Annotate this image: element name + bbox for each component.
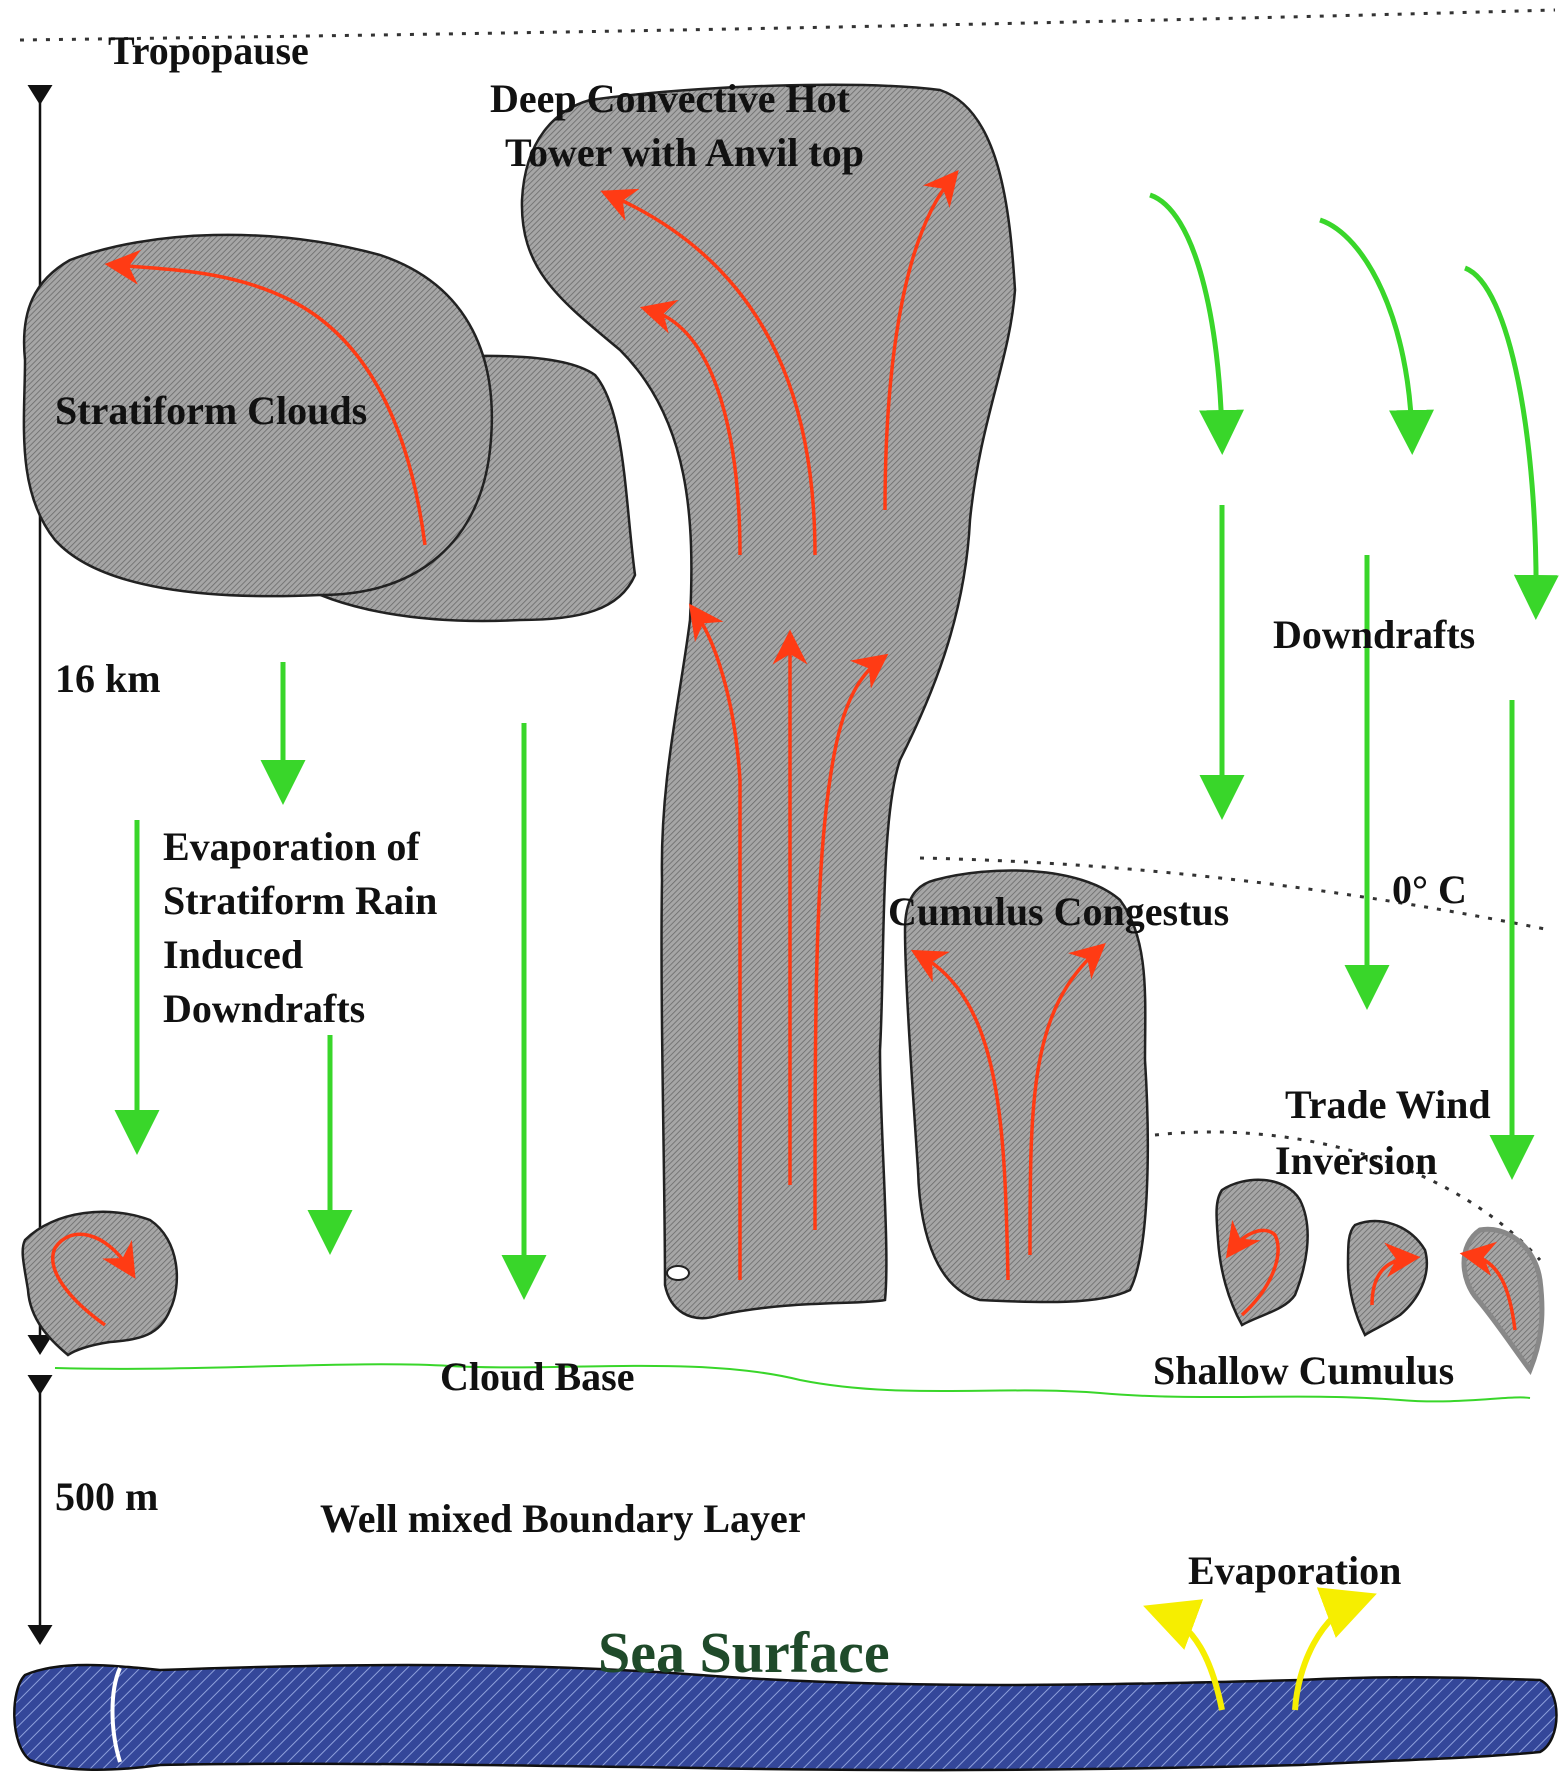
hot-tower-label-line1: Deep Convective Hot [490,76,851,121]
evap-stratiform-label-line1: Evaporation of [163,824,420,869]
shallow-cumulus-3 [1464,1229,1542,1370]
evap-stratiform-label-line2: Stratiform Rain [163,878,437,923]
evap-stratiform-label-line4: Downdrafts [163,986,365,1031]
shallow-cumulus-2 [1348,1221,1427,1335]
tropopause-label: Tropopause [108,28,309,73]
trade-wind-label-line2: Inversion [1275,1138,1437,1183]
trade-wind-label-line1: Trade Wind [1285,1082,1491,1127]
shallow-cumulus-label: Shallow Cumulus [1153,1348,1454,1393]
boundary-layer-label: Well mixed Boundary Layer [320,1496,806,1541]
cumulus-congestus-label: Cumulus Congestus [888,889,1229,934]
hot-tower-label-line2: Tower with Anvil top [505,130,864,175]
sea-surface-label: Sea Surface [598,1620,890,1685]
height-500m-label: 500 m [55,1474,158,1519]
height-16km-label: 16 km [55,656,161,701]
evap-stratiform-label-line3: Induced [163,932,303,977]
cloud-base-label: Cloud Base [440,1354,635,1399]
shallow-cumulus-1 [1217,1180,1308,1325]
downdraft-curve-3 [1465,268,1536,605]
downdrafts-label: Downdrafts [1273,612,1475,657]
downdraft-curve-2 [1320,220,1412,440]
stratiform-clouds-label: Stratiform Clouds [55,388,367,433]
small-cumulus-left [23,1212,177,1355]
evaporation-label: Evaporation [1188,1548,1401,1593]
hot-tower-small-bubble [667,1266,689,1280]
cumulus-congestus-cloud [905,870,1148,1302]
downdraft-curve-1 [1150,195,1222,440]
freezing-level-label: 0° C [1392,867,1467,912]
